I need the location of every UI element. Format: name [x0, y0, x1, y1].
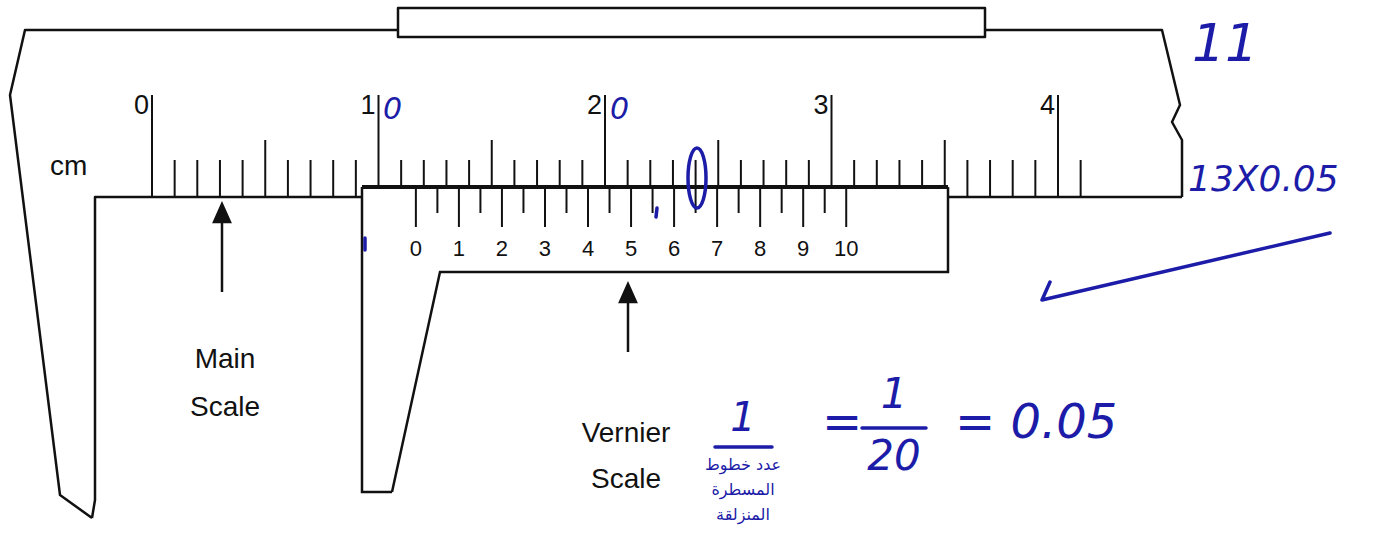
main-tick [332, 160, 334, 197]
vernier-number: 6 [668, 236, 680, 261]
vernier-tick [824, 189, 826, 213]
vernier-tick [652, 189, 654, 213]
handwritten-digit: 1 [881, 370, 908, 418]
vernier-tick [609, 189, 611, 213]
vernier-number: 8 [754, 236, 766, 261]
vernier-tick [501, 189, 503, 227]
depth-rod-slot [398, 8, 985, 37]
vernier-number: 0 [410, 236, 422, 261]
main-tick [1057, 95, 1059, 197]
vernier-number: 4 [582, 236, 594, 261]
handwritten-reading: 13X0.05 [1188, 158, 1339, 199]
fixed-jaw-inner [92, 197, 362, 518]
vernier-tick [565, 189, 567, 213]
main-tick [242, 160, 244, 197]
vernier-tick [845, 189, 847, 227]
vernier-tick [544, 189, 546, 227]
handwritten-reading: 11 [1192, 14, 1258, 74]
vernier-tick [522, 189, 524, 213]
vernier-tick [415, 189, 417, 227]
part-name: Main Scale [165, 335, 285, 431]
main-tick [287, 160, 289, 197]
vernier-tick [673, 189, 675, 227]
main-tick [264, 140, 266, 197]
vernier-number: 7 [711, 236, 723, 261]
main-tick [174, 160, 176, 197]
vernier-tick [458, 189, 460, 227]
vernier-tick [436, 189, 438, 213]
main-tick [831, 95, 833, 197]
vernier-number: 2 [496, 236, 508, 261]
main-tick [604, 95, 606, 197]
pen-stroke [656, 208, 657, 217]
main-scale-number: 4 [1040, 90, 1055, 121]
handwritten-note: عدد خطوط المسطرة المنزلقة [693, 452, 793, 527]
vernier-tick [630, 189, 632, 227]
main-beam-outline [10, 30, 1182, 518]
vernier-number: 3 [539, 236, 551, 261]
handwritten-digit: 0 [610, 92, 629, 127]
moving-jaw [362, 187, 392, 492]
handwritten-digit: 20 [867, 432, 920, 480]
main-scale-number: 1 [360, 90, 375, 121]
caliper-body [10, 8, 1182, 518]
slider-ground [362, 187, 948, 272]
arrow-head [214, 204, 230, 222]
vernier-number: 9 [797, 236, 809, 261]
pen-stroke [363, 238, 367, 250]
vernier-scale-ticks [416, 189, 846, 227]
vernier-tick [479, 189, 481, 213]
handwritten-digit: 1 [730, 394, 755, 440]
vernier-tick [802, 189, 804, 227]
main-tick [310, 160, 312, 197]
main-tick [966, 160, 968, 197]
main-tick [219, 160, 221, 197]
main-scale-number: 0 [134, 90, 149, 121]
part-name: Vernier Scale [561, 410, 691, 502]
vernier-tick [738, 189, 740, 213]
vernier-tick [759, 189, 761, 227]
slider-top-edge [362, 185, 948, 189]
main-tick [989, 160, 991, 197]
fraction-bar [715, 445, 772, 449]
pointer-arrows [214, 204, 636, 352]
main-tick [1080, 160, 1082, 197]
vernier-number: 10 [834, 236, 858, 261]
handwritten-result: = 0.05 [955, 394, 1117, 449]
vernier-tick [716, 189, 718, 227]
main-tick [378, 95, 380, 197]
main-scale-number: 3 [813, 90, 828, 121]
main-tick [151, 95, 153, 197]
vernier-number: 5 [625, 236, 637, 261]
vernier-number: 1 [453, 236, 465, 261]
vernier-tick [781, 189, 783, 213]
arrow-head [620, 284, 636, 302]
arrow-shaft [627, 298, 630, 352]
main-scale-number: 2 [587, 90, 602, 121]
main-tick [1012, 160, 1014, 197]
coincidence-circle [688, 148, 706, 208]
arrow-shaft [221, 218, 224, 292]
handwritten-sign: = [822, 394, 862, 449]
main-tick [1034, 160, 1036, 197]
unit-label: cm [50, 150, 87, 182]
fraction-bar [862, 426, 926, 430]
check-mark [1042, 233, 1330, 300]
beam-edge [948, 196, 1182, 199]
main-tick [355, 160, 357, 197]
main-tick [196, 160, 198, 197]
handwritten-digit: 0 [383, 92, 402, 127]
vernier-tick [587, 189, 589, 227]
